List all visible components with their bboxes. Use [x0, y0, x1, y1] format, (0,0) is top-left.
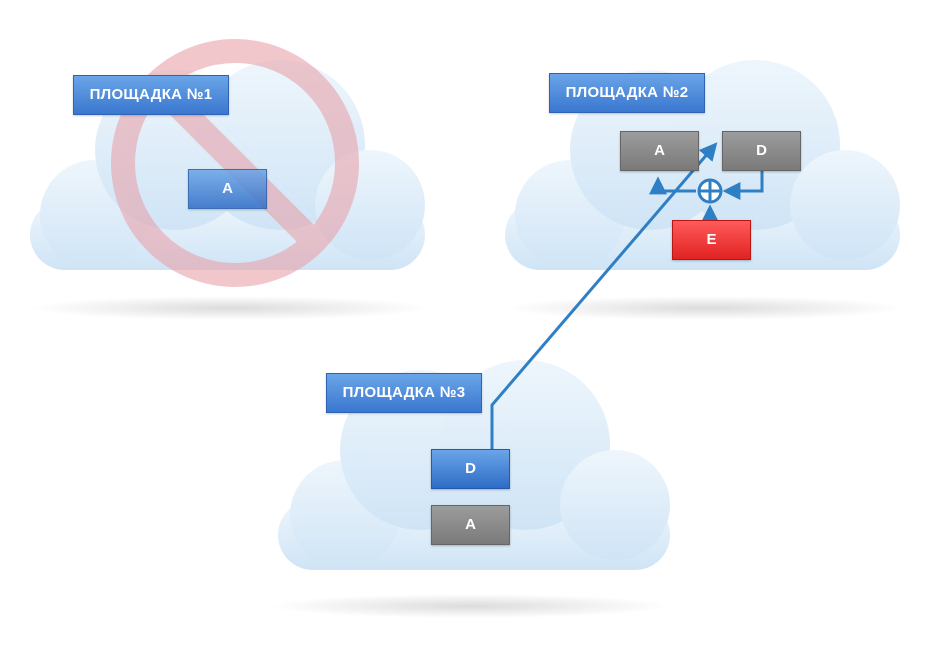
merge-connectors	[649, 170, 764, 223]
replication-link	[490, 142, 718, 450]
site-2-node-e: E	[672, 220, 751, 260]
site-1-label: ПЛОЩАДКА №1	[73, 75, 229, 115]
site-2-node-d: D	[722, 131, 801, 171]
site-3-node-a: A	[431, 505, 510, 545]
site-2-label: ПЛОЩАДКА №2	[549, 73, 705, 113]
site-2-node-a: A	[620, 131, 699, 171]
site-1-node-a: A	[188, 169, 267, 209]
site-3-label: ПЛОЩАДКА №3	[326, 373, 482, 413]
merge-plus-icon	[697, 178, 723, 204]
site-3-node-d: D	[431, 449, 510, 489]
